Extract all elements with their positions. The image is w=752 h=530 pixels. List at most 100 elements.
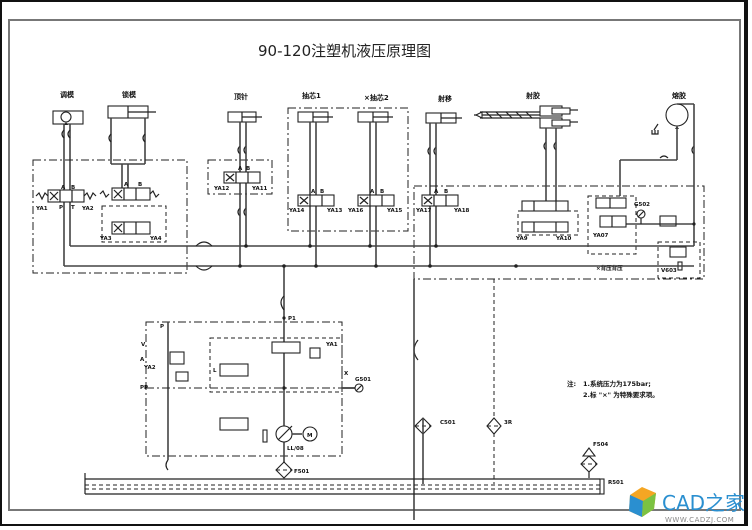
label-clamp: 锁模 [121, 90, 137, 99]
svg-text:B: B [320, 189, 324, 195]
logic-valve-2 [219, 417, 249, 431]
motor-icon [302, 426, 318, 442]
ejector-cylinder [227, 111, 262, 266]
valve-charging: YA07 [592, 197, 627, 239]
injection-valve-block [413, 185, 705, 280]
charging-motor [619, 103, 695, 242]
svg-text:YA10: YA10 [555, 236, 572, 242]
label-core2: ×抽芯2 [364, 93, 389, 102]
injection-cylinder [539, 105, 578, 210]
svg-text:A: A [238, 166, 243, 172]
label-injection: 射胶 [525, 91, 540, 100]
cooler-c501: C501 [414, 417, 456, 484]
drawing-title: 90-120注塑机液压原理图 [258, 42, 431, 60]
valve-v603: V603 [661, 246, 687, 274]
valve-ejector: A B YA12 YA11 [213, 166, 268, 192]
solenoid-ya2-label: YA2 [81, 206, 94, 212]
svg-text:LL/08: LL/08 [287, 446, 304, 452]
svg-text:F501: F501 [294, 469, 309, 475]
svg-text:YA11: YA11 [251, 186, 268, 192]
svg-text:G502: G502 [634, 202, 650, 208]
svg-text:V603: V603 [661, 268, 677, 274]
valve-core1: A B YA14 YA13 [288, 189, 343, 214]
svg-text:P: P [59, 205, 63, 211]
svg-text:A: A [124, 182, 129, 188]
core-pull-block [287, 107, 409, 232]
tank-r501: R501 [84, 473, 624, 495]
svg-text:V: V [141, 342, 146, 348]
svg-text:A: A [140, 357, 145, 363]
svg-text:YA1: YA1 [325, 342, 338, 348]
svg-text:R501: R501 [608, 480, 624, 486]
svg-text:A: A [311, 189, 316, 195]
clamp-cylinder [107, 105, 156, 188]
filter-f501: F501 [275, 461, 309, 479]
watermark-brand: CAD之家 [662, 491, 745, 515]
svg-text:B: B [138, 182, 142, 188]
svg-text:P: P [160, 324, 164, 330]
proportional-relief-valve [169, 351, 185, 365]
svg-text:B: B [380, 189, 384, 195]
valve-mold-adjust: A B P T YA1 YA2 [35, 185, 97, 212]
label-mold-adjust: 调模 [60, 90, 75, 99]
svg-text:YA18: YA18 [453, 208, 470, 214]
valve-clamp-main: A B YA3 YA4 [99, 182, 167, 243]
svg-text:A: A [370, 189, 375, 195]
svg-text:L: L [213, 368, 217, 374]
svg-text:C501: C501 [440, 420, 456, 426]
valve-carriage: A B YA17 YA18 [415, 189, 470, 214]
hose-couplings [61, 129, 695, 471]
svg-text:YA14: YA14 [288, 208, 305, 214]
notes-heading: 注: [567, 379, 576, 388]
charging-valve-block [587, 195, 637, 255]
svg-text:YA3: YA3 [99, 236, 112, 242]
air-filter-f504: F504 [580, 442, 608, 478]
svg-text:M: M [307, 433, 312, 439]
valve-injection: YA9 YA10 [515, 200, 579, 242]
back-pressure-label: ×背压背压 [596, 264, 623, 272]
svg-text:YA9: YA9 [515, 236, 528, 242]
core2-cylinder [357, 111, 393, 266]
pump-station: P1 P V A YA2 PP YA1 L X M LL/08 [140, 295, 360, 470]
svg-text:A: A [434, 189, 439, 195]
svg-text:B: B [444, 189, 448, 195]
solenoid-ya1-label: YA1 [35, 206, 48, 212]
svg-text:X: X [344, 371, 349, 377]
pilot-valve [175, 371, 189, 382]
return-filter-3r: 3R [486, 279, 513, 484]
svg-text:3R: 3R [504, 420, 513, 426]
svg-text:G501: G501 [355, 377, 371, 383]
clamp-valve-block [32, 159, 188, 274]
svg-text:F504: F504 [593, 442, 608, 448]
gauge-g501: G501 [342, 377, 371, 393]
core1-cylinder [297, 111, 333, 266]
svg-text:YA4: YA4 [149, 236, 162, 242]
main-lines [64, 241, 695, 520]
svg-text:YA15: YA15 [386, 208, 403, 214]
gauge-g502: G502 [634, 202, 650, 224]
svg-text:YA17: YA17 [415, 208, 432, 214]
svg-text:B: B [246, 166, 250, 172]
notes-line2: 2.标 "×" 为特殊要求项。 [583, 390, 659, 399]
svg-text:B: B [71, 185, 75, 191]
svg-text:YA16: YA16 [347, 208, 364, 214]
svg-text:T: T [71, 205, 75, 211]
valve-core2: A B YA16 YA15 [347, 189, 403, 214]
label-carriage: 射移 [437, 94, 452, 103]
watermark-url: WWW.CADZJ.COM [665, 516, 734, 524]
back-pressure-block [657, 241, 701, 279]
notes: 注: 1.系统压力为175bar; 2.标 "×" 为特殊要求项。 [567, 379, 659, 399]
label-charging: 熔胶 [672, 91, 686, 100]
svg-text:A: A [61, 185, 66, 191]
proportional-flow-valve [271, 341, 301, 354]
drawing-frame [8, 19, 741, 511]
svg-text:PP: PP [140, 385, 148, 391]
label-core1: 抽芯1 [302, 91, 321, 100]
svg-text:YA12: YA12 [213, 186, 230, 192]
svg-text:YA13: YA13 [326, 208, 343, 214]
logic-valve-1 [219, 363, 249, 377]
injection-screw [474, 111, 540, 119]
svg-text:YA07: YA07 [592, 233, 609, 239]
